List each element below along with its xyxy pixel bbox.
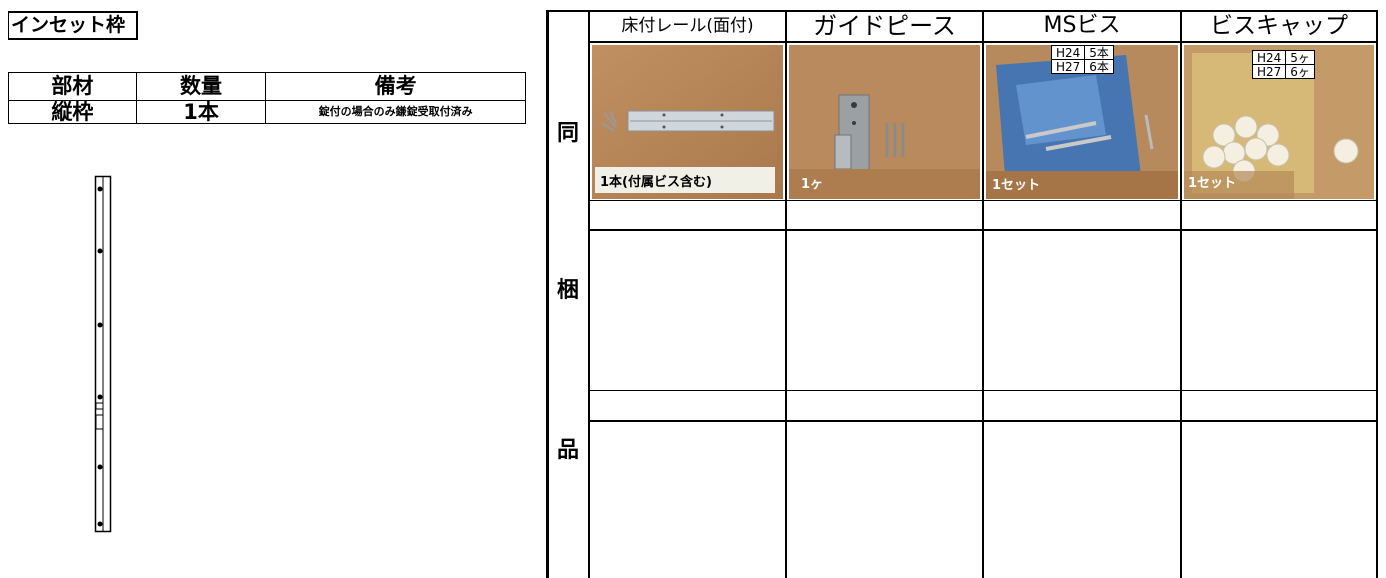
cell-quantity: 1本 [135,100,267,124]
grid-header-rule [588,41,1378,43]
side-label-3: 品 [556,438,579,463]
cell-member: 縦枠 [8,100,137,124]
column-header-screw-cap: ビスキャップ [1210,13,1348,39]
grid-rule-2 [588,229,1378,231]
grid-col-divider-2 [982,11,984,578]
grid-col-divider-3 [1180,11,1182,578]
column-header-ms-screw: MSビス [1043,13,1121,38]
photo-screw-cap: H24 5ヶ H27 6ヶ 1セット [1184,45,1374,199]
grid-rule-4 [588,420,1378,422]
header-quantity: 数量 [135,72,267,101]
grid-top-border [546,10,1378,12]
member-table: 部材 数量 備考 縦枠 1本 錠付の場合のみ鎌錠受取付済み [8,72,526,124]
grid-rule-3 [588,390,1378,391]
screw-cap-quantity-table: H24 5ヶ H27 6ヶ [1251,50,1315,79]
photo-floor-rail: 1本(付属ビス含む) [592,45,783,199]
vertical-frame-drawing [94,175,112,533]
side-label-2: 梱 [556,278,579,303]
grid-right-border [1376,11,1378,578]
grid-col-divider-1 [785,11,787,578]
header-member: 部材 [8,72,137,101]
ms-screw-count-1: 5本 [1084,45,1114,60]
photo-guide-piece: 1ヶ [789,45,980,199]
column-header-guide-piece: ガイドピース [813,12,956,40]
caption-ms-screw: 1セット [992,178,1041,193]
photo-ms-screw: H24 5本 H27 6本 1セット [986,45,1178,199]
header-remarks: 備考 [265,72,526,101]
column-header-floor-rail: 床付レール(面付) [621,16,754,36]
screw-cap-count-2: 6ヶ [1285,64,1315,79]
grid-left-border [546,11,549,578]
screw-cap-size-1: H24 [1251,50,1287,65]
side-label-1: 同 [556,121,579,146]
grid-rule-1 [588,200,1378,201]
grid-label-divider [588,11,590,578]
caption-screw-cap: 1セット [1188,176,1237,191]
ms-screw-quantity-table: H24 5本 H27 6本 [1050,45,1114,74]
cell-remarks: 錠付の場合のみ鎌錠受取付済み [265,100,526,124]
caption-floor-rail: 1本(付属ビス含む) [600,175,712,190]
ms-screw-count-2: 6本 [1084,59,1114,74]
screw-cap-count-1: 5ヶ [1285,50,1315,65]
ms-screw-size-2: H27 [1050,59,1086,74]
page-title: インセット枠 [8,11,138,40]
screw-cap-size-2: H27 [1251,64,1287,79]
caption-guide-piece: 1ヶ [801,177,824,192]
ms-screw-size-1: H24 [1050,45,1086,60]
